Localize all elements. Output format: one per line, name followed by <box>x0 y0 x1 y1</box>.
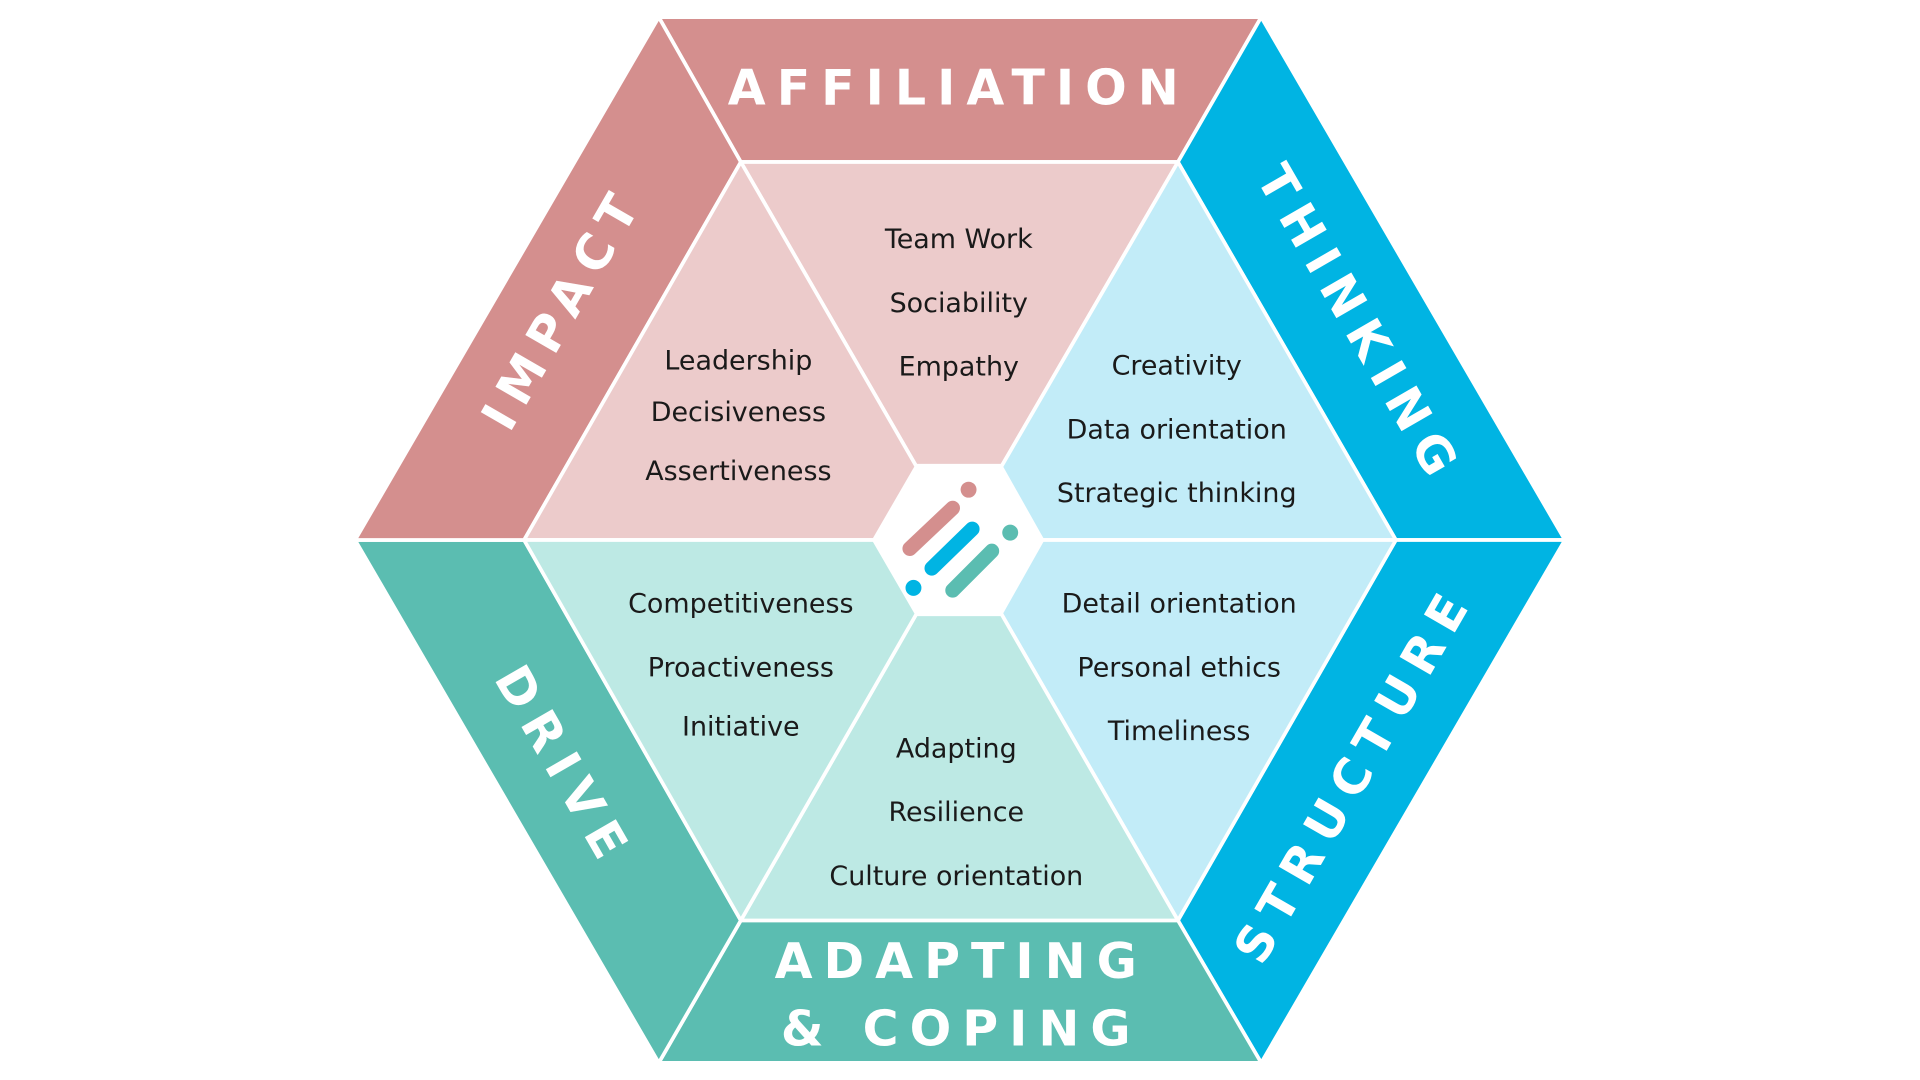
item: Detail orientation <box>1062 589 1297 620</box>
items-affiliation: Team Work Sociability Empathy <box>884 224 1033 383</box>
item: Data orientation <box>1067 414 1287 445</box>
item: Empathy <box>899 352 1019 383</box>
items-drive: Competitiveness Proactiveness Initiative <box>628 589 853 743</box>
item: Resilience <box>889 797 1025 828</box>
item: Competitiveness <box>628 589 853 620</box>
item: Assertiveness <box>645 456 831 487</box>
item: Proactiveness <box>648 652 834 683</box>
items-thinking: Creativity Data orientation Strategic th… <box>1057 350 1297 509</box>
item: Timeliness <box>1107 716 1251 747</box>
item: Adapting <box>896 733 1017 764</box>
label-affiliation: AFFILIATION <box>728 58 1190 116</box>
segment-drive <box>522 538 961 923</box>
item: Team Work <box>884 224 1033 255</box>
item: Leadership <box>664 346 812 377</box>
item: Initiative <box>682 711 800 742</box>
items-structure: Detail orientation Personal ethics Timel… <box>1062 589 1297 748</box>
item: Strategic thinking <box>1057 478 1297 509</box>
item: Decisiveness <box>651 397 826 428</box>
item: Culture orientation <box>829 861 1083 892</box>
items-adapting: Adapting Resilience Culture orientation <box>829 733 1083 892</box>
item: Personal ethics <box>1077 652 1281 683</box>
label-coping: & COPING <box>781 1000 1142 1058</box>
item: Creativity <box>1112 350 1242 381</box>
item: Sociability <box>890 288 1028 319</box>
items-impact: Leadership Decisiveness Assertiveness <box>645 346 831 487</box>
logo-icon <box>902 481 1019 598</box>
label-adapting: ADAPTING <box>775 932 1148 990</box>
